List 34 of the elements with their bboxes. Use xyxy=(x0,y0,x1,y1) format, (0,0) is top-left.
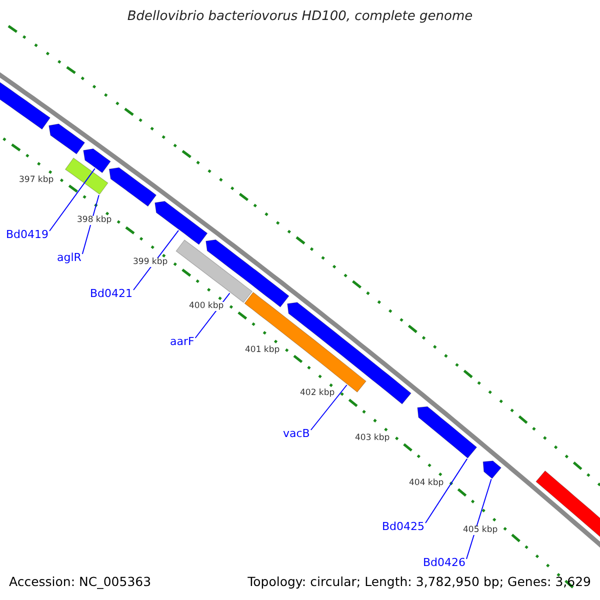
scale-label: 402 kbp xyxy=(299,389,336,398)
footer-text: Accession: NC_005363 xyxy=(9,575,152,589)
leader-line xyxy=(310,384,348,430)
scale-label: 398 kbp xyxy=(76,216,113,226)
gene-label: aarF xyxy=(170,336,194,348)
scale-label: 400 kbp xyxy=(188,302,225,312)
title: Bdellovibrio bacteriovorus HD100, complete genome xyxy=(126,9,474,24)
scale-label: 401 kbp xyxy=(244,346,281,356)
gene-block xyxy=(417,406,478,459)
gene-label: aglR xyxy=(57,252,82,264)
gene-label: vacB xyxy=(283,428,310,440)
gene-block xyxy=(176,240,253,303)
scale-label: 397 kbp xyxy=(18,176,55,186)
gene-label: Bd0425 xyxy=(382,521,425,534)
gene-label: Bd0421 xyxy=(90,288,133,300)
scale-label: 403 kbp xyxy=(354,434,391,444)
gene-block xyxy=(482,460,502,479)
scale-label: 405 kbp xyxy=(462,526,499,536)
gene-block xyxy=(48,124,86,154)
gene-block xyxy=(108,167,157,207)
gene-label: Bd0426 xyxy=(423,557,466,570)
scale-label: 404 kbp xyxy=(408,479,445,488)
leader-line xyxy=(133,230,179,290)
gene-block xyxy=(83,148,111,174)
gene-block xyxy=(154,200,208,245)
gene-label: Bd0419 xyxy=(6,229,49,242)
footer-text: Topology: circular; Length: 3,782,950 bp; Genes: 3,629 xyxy=(248,575,591,589)
gene-block xyxy=(287,302,412,404)
gene-block xyxy=(64,158,108,195)
leader-line xyxy=(425,458,468,524)
leader-line xyxy=(82,194,100,254)
leader-line xyxy=(49,168,96,232)
leader-line xyxy=(466,478,492,560)
scale-label: 399 kbp xyxy=(132,258,169,268)
